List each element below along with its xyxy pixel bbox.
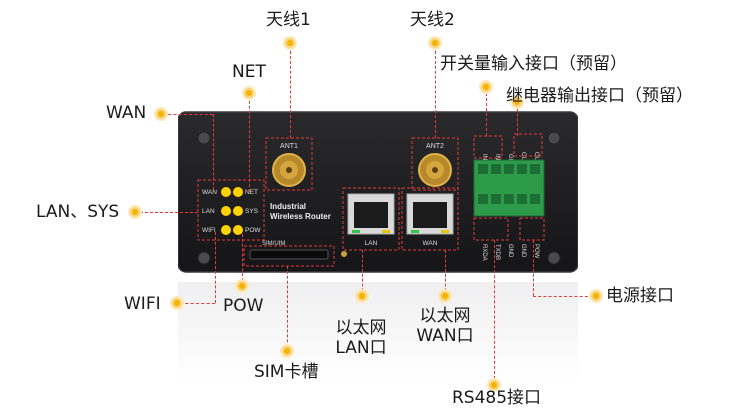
- callout-dot: [440, 291, 450, 301]
- svg-text:IN1: IN1: [481, 154, 487, 164]
- screw-icon: [197, 251, 211, 265]
- brand-label: Industrial Wireless Router: [270, 202, 331, 221]
- svg-text:SYS: SYS: [245, 208, 259, 215]
- label-eth-lan: 以太网 LAN口: [326, 318, 396, 358]
- label-eth-wan-line1: 以太网: [419, 306, 471, 326]
- lan-port: LAN: [342, 187, 400, 251]
- svg-text:GND: GND: [520, 244, 526, 258]
- label-rs485: RS485接口: [452, 388, 542, 408]
- label-eth-lan-line2: LAN口: [335, 338, 387, 358]
- router-front-panel: ANT1 Industrial Wireless Router ANT2 WAN…: [178, 111, 578, 273]
- led-wan: [221, 187, 231, 197]
- svg-text:ANT2: ANT2: [426, 143, 444, 150]
- label-pow: POW: [223, 296, 264, 316]
- screw-icon: [547, 251, 561, 265]
- label-antenna1: 天线1: [266, 10, 311, 30]
- led-panel: WAN NET LAN SYS WIFI POW: [197, 179, 265, 241]
- callout-dot: [172, 298, 182, 308]
- callout-dot: [285, 38, 295, 48]
- leader-power: [533, 296, 593, 297]
- callout-dot: [591, 291, 601, 301]
- svg-text:WAN: WAN: [423, 240, 438, 247]
- callout-dot: [430, 38, 440, 48]
- callout-dot: [282, 346, 292, 356]
- leader-switch-io: [486, 88, 487, 136]
- leader-pow: [242, 234, 243, 286]
- leader-wan: [163, 114, 213, 115]
- callout-dot: [237, 281, 247, 291]
- led-lan: [221, 206, 231, 216]
- svg-text:NET: NET: [245, 189, 258, 196]
- svg-text:SIM/UIM: SIM/UIM: [262, 241, 285, 247]
- screw-icon: [197, 131, 211, 145]
- svg-text:Wireless Router: Wireless Router: [270, 212, 331, 221]
- svg-text:Industrial: Industrial: [270, 202, 306, 211]
- led-pow: [233, 225, 243, 235]
- svg-text:LAN: LAN: [365, 240, 378, 247]
- sim-slot: SIM/UIM: [243, 241, 347, 267]
- led-sys: [233, 206, 243, 216]
- callout-dot: [489, 380, 499, 390]
- svg-text:TXDB: TXDB: [494, 244, 500, 260]
- antenna2-connector: ANT2: [411, 137, 459, 191]
- label-relay-out: 继电器输出接口（预留）: [506, 86, 693, 106]
- leader-eth-wan: [445, 250, 446, 296]
- label-sim-slot: SIM卡槽: [254, 362, 319, 382]
- label-eth-wan-line2: WAN口: [416, 326, 474, 346]
- led-net: [233, 187, 243, 197]
- callout-dot: [481, 82, 491, 92]
- label-switch-io: 开关量输入接口（预留）: [440, 54, 627, 74]
- svg-text:LAN: LAN: [202, 208, 215, 215]
- ant1-label: ANT1: [280, 143, 298, 150]
- callout-dot: [244, 88, 254, 98]
- leader-relay: [517, 104, 518, 136]
- svg-text:POW: POW: [245, 227, 261, 234]
- leader-antenna1: [290, 46, 291, 138]
- wan-port: WAN: [401, 187, 459, 251]
- leader-rs485: [494, 240, 495, 384]
- svg-text:WAN: WAN: [202, 189, 217, 196]
- label-net: NET: [232, 62, 266, 82]
- label-power-port: 电源接口: [606, 286, 674, 306]
- svg-text:RXDA: RXDA: [481, 244, 487, 261]
- label-eth-lan-line1: 以太网: [335, 318, 387, 338]
- svg-text:IN2: IN2: [494, 154, 500, 164]
- label-wan: WAN: [106, 103, 147, 123]
- svg-text:GND: GND: [507, 244, 513, 258]
- leader-eth-lan: [362, 250, 363, 296]
- antenna1-connector: ANT1: [265, 137, 313, 191]
- leader-power-v: [533, 240, 534, 296]
- leader-antenna2: [435, 46, 436, 138]
- router-body: [178, 111, 578, 273]
- leader-net: [249, 96, 250, 192]
- device-reflection: [178, 282, 578, 382]
- callout-dot: [512, 97, 522, 107]
- led-wifi: [221, 225, 231, 235]
- screw-icon: [547, 131, 561, 145]
- terminal-block: IN1 IN2 GND OUT1 OUT2 RXDA TXDB GND GND: [473, 133, 545, 261]
- callout-dot: [130, 207, 140, 217]
- svg-text:POW: POW: [533, 244, 539, 259]
- leader-wifi-v: [215, 232, 216, 303]
- label-lan-sys: LAN、SYS: [36, 202, 120, 222]
- leader-lan-sys: [140, 212, 198, 213]
- leader-wifi: [180, 303, 215, 304]
- callout-dot: [156, 109, 166, 119]
- label-eth-wan: 以太网 WAN口: [410, 306, 480, 346]
- svg-text:WIFI: WIFI: [202, 227, 216, 234]
- leader-wan-v: [213, 114, 214, 190]
- label-antenna2: 天线2: [410, 10, 455, 30]
- label-wifi: WIFI: [124, 294, 161, 314]
- leader-sim: [287, 266, 288, 352]
- callout-dot: [357, 291, 367, 301]
